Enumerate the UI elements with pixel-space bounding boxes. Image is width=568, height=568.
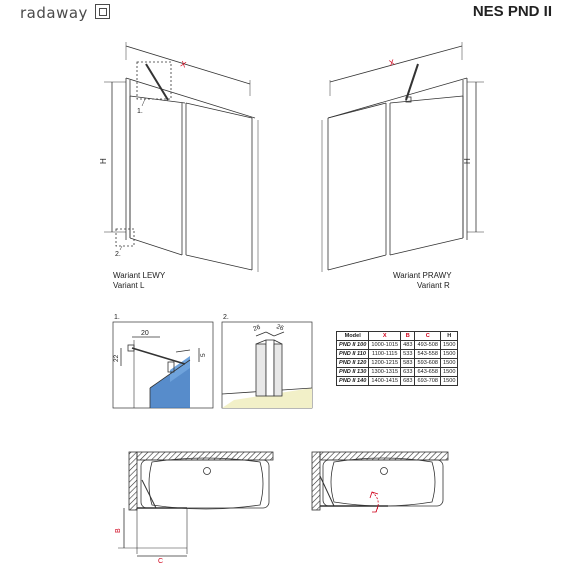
dim-h-left: H xyxy=(99,158,108,164)
cell-c: 643-658 xyxy=(414,367,442,377)
cell-b: 483 xyxy=(400,340,416,350)
cell-c: 593-608 xyxy=(414,358,442,368)
cell-x: 1000-1015 xyxy=(368,340,402,350)
variant-left-line2: Variant L xyxy=(113,281,145,290)
cell-h: 1500 xyxy=(440,376,459,386)
detail-1-dim-5: 5 xyxy=(200,353,207,357)
plan-view-left xyxy=(118,451,274,557)
plan-view-right xyxy=(311,451,449,513)
brand-logo-icon xyxy=(95,4,110,19)
cell-h: 1500 xyxy=(440,349,459,359)
cell-model: PND II 130 xyxy=(335,367,370,377)
header-x: X xyxy=(368,331,402,341)
variant-right-line2: Variant R xyxy=(417,281,450,290)
dim-b: B xyxy=(115,528,122,533)
variant-right-caption: Wariant PRAWY Variant R xyxy=(393,271,452,291)
cell-b: 683 xyxy=(400,376,416,386)
cell-h: 1500 xyxy=(440,340,459,350)
cell-x: 1300-1315 xyxy=(368,367,402,377)
dim-h-right: H xyxy=(463,158,472,164)
cell-c: 493-508 xyxy=(414,340,442,350)
detail-2-dim-26b: 26 xyxy=(275,323,285,332)
table-row: PND II 130 1300-1315 633 643-658 1500 xyxy=(335,367,459,377)
cell-x: 1200-1215 xyxy=(368,358,402,368)
cell-h: 1500 xyxy=(440,358,459,368)
cell-model: PND II 100 xyxy=(335,340,370,350)
cell-model: PND II 140 xyxy=(335,376,370,386)
detail-marker-2: 2. xyxy=(115,251,121,258)
dim-c: C xyxy=(158,558,163,565)
cell-h: 1500 xyxy=(440,367,459,377)
cell-b: 533 xyxy=(400,349,416,359)
detail-2-label: 2. xyxy=(223,314,229,321)
detail-2-drawing xyxy=(221,321,313,409)
dim-x-left: X xyxy=(179,59,187,69)
detail-1-label: 1. xyxy=(114,314,120,321)
dimensions-table: Model X B C H PND II 100 1000-1015 483 4… xyxy=(335,331,459,386)
detail-1-dim-22: 22 xyxy=(113,354,120,362)
detail-2-dim-26a: 26 xyxy=(252,324,262,333)
cell-c: 693-708 xyxy=(414,376,442,386)
header-c: C xyxy=(414,331,442,341)
header-model: Model xyxy=(335,331,370,341)
table-row: PND II 100 1000-1015 483 493-508 1500 xyxy=(335,340,459,350)
table-row: PND II 120 1200-1215 583 593-608 1500 xyxy=(335,358,459,368)
cell-x: 1100-1115 xyxy=(368,349,402,359)
detail-1-drawing xyxy=(112,321,214,409)
dim-x-right: X xyxy=(388,58,396,68)
cell-b: 633 xyxy=(400,367,416,377)
variant-right-line1: Wariant PRAWY xyxy=(393,271,452,280)
left-variant-drawing xyxy=(104,42,259,272)
header-b: B xyxy=(400,331,416,341)
cell-model: PND II 110 xyxy=(335,349,370,359)
header-h: H xyxy=(440,331,459,341)
table-header-row: Model X B C H xyxy=(335,331,459,341)
product-title: NES PND II xyxy=(472,3,552,20)
brand-name: radaway xyxy=(20,4,88,22)
cell-b: 583 xyxy=(400,358,416,368)
cell-c: 543-558 xyxy=(414,349,442,359)
cell-x: 1400-1415 xyxy=(368,376,402,386)
table-row: PND II 140 1400-1415 683 693-708 1500 xyxy=(335,376,459,386)
table-row: PND II 110 1100-1115 533 543-558 1500 xyxy=(335,349,459,359)
detail-marker-1: 1. xyxy=(137,108,143,115)
variant-left-caption: Wariant LEWY Variant L xyxy=(113,271,165,291)
cell-model: PND II 120 xyxy=(335,358,370,368)
detail-1-dim-20: 20 xyxy=(141,330,149,337)
variant-left-line1: Wariant LEWY xyxy=(113,271,166,280)
right-variant-drawing xyxy=(321,42,484,272)
